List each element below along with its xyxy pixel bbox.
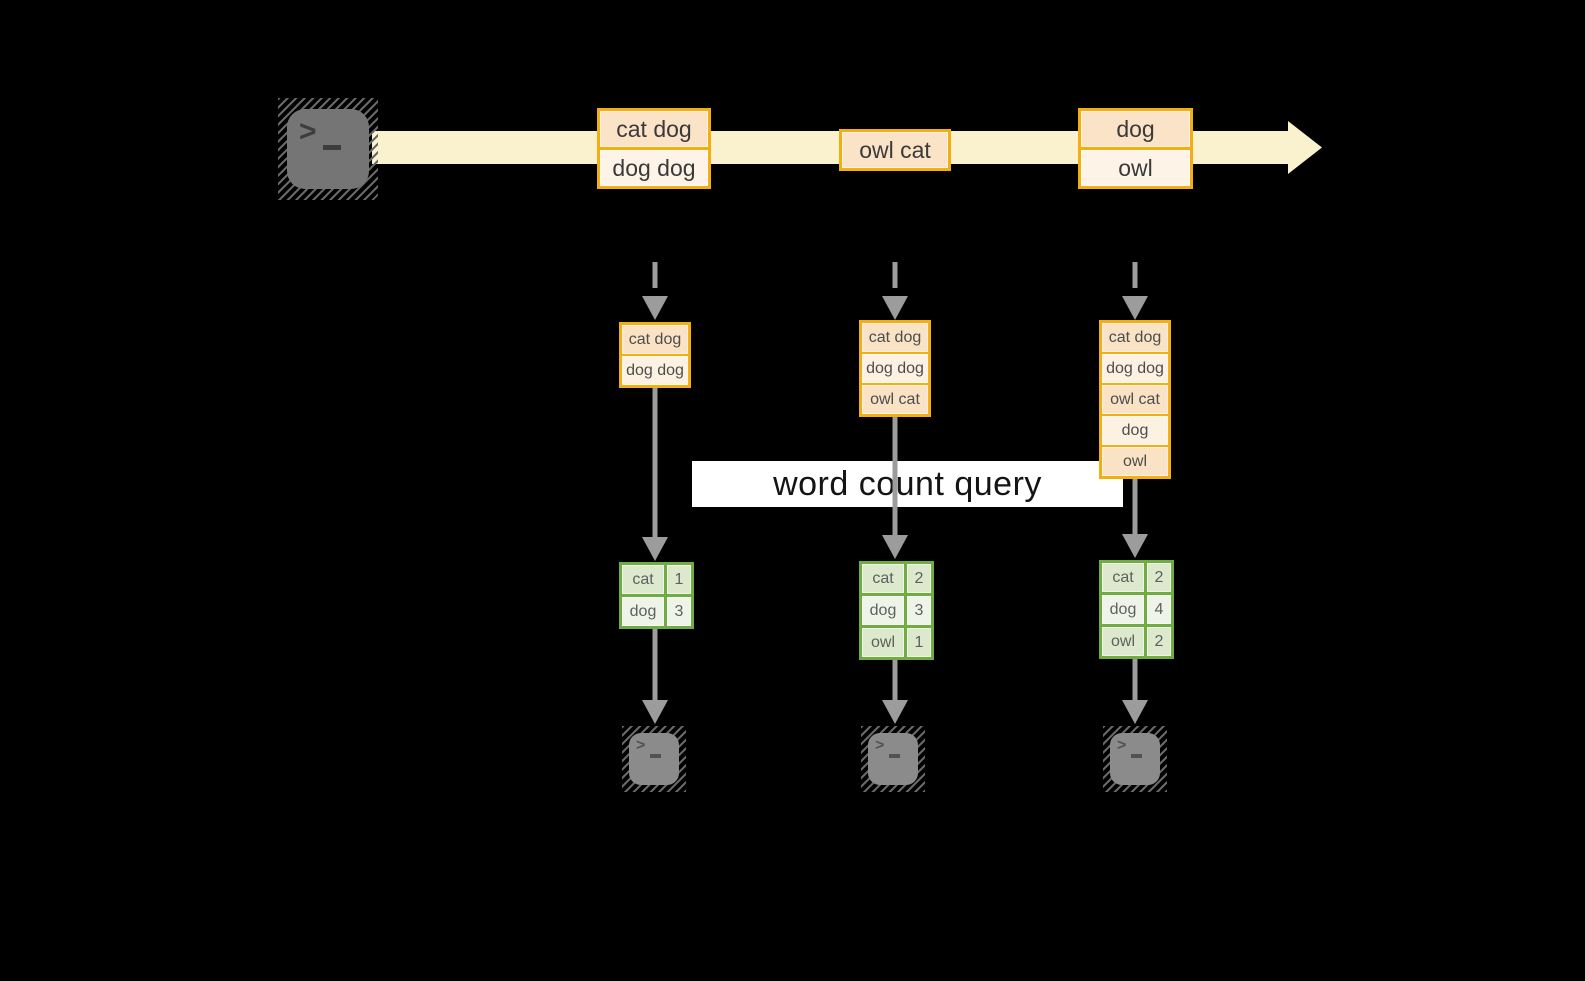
result-word: cat xyxy=(1102,563,1144,592)
stream-arrowhead-icon xyxy=(1288,121,1322,174)
result-word: dog xyxy=(1102,595,1144,624)
prompt-chevron-icon: > xyxy=(299,115,317,148)
stream-batch-2: owl cat xyxy=(839,129,951,171)
result-word: cat xyxy=(622,565,664,594)
input-row: owl cat xyxy=(862,385,928,414)
result-count: 2 xyxy=(1147,627,1171,656)
input-row: owl xyxy=(1102,447,1168,476)
batch-arrowhead-2-icon xyxy=(882,296,908,320)
terminal-body: > xyxy=(287,109,369,189)
stream-record: dog dog xyxy=(600,150,708,186)
terminal-body: > xyxy=(1110,733,1160,785)
query-label-box: word count query xyxy=(692,461,1123,507)
input-stack-3: cat dog dog dog owl cat dog owl xyxy=(1099,320,1171,479)
terminal-source-icon: > xyxy=(278,98,378,200)
input-row: dog dog xyxy=(622,356,688,385)
query-arrowhead-1-icon xyxy=(642,537,668,561)
prompt-chevron-icon: > xyxy=(875,737,885,754)
input-row: dog dog xyxy=(1102,354,1168,383)
prompt-underscore-icon xyxy=(650,754,661,758)
input-row: dog xyxy=(1102,416,1168,445)
result-count: 1 xyxy=(907,628,931,657)
result-word: dog xyxy=(622,597,664,626)
stream-batch-3: dog owl xyxy=(1078,108,1193,189)
result-count: 2 xyxy=(1147,563,1171,592)
result-word: dog xyxy=(862,596,904,625)
result-table-2: cat 2 dog 3 owl 1 xyxy=(859,561,934,660)
input-row: owl cat xyxy=(1102,385,1168,414)
result-count: 2 xyxy=(907,564,931,593)
prompt-chevron-icon: > xyxy=(636,737,646,754)
result-word: owl xyxy=(862,628,904,657)
prompt-underscore-icon xyxy=(323,145,341,150)
result-word: cat xyxy=(862,564,904,593)
result-table-1: cat 1 dog 3 xyxy=(619,562,694,629)
terminal-sink-icon-2: > xyxy=(861,726,925,792)
prompt-chevron-icon: > xyxy=(1117,737,1127,754)
input-row: cat dog xyxy=(1102,323,1168,352)
result-arrowhead-3-icon xyxy=(1122,700,1148,724)
result-count: 4 xyxy=(1147,595,1171,624)
result-count: 3 xyxy=(667,597,691,626)
stream-record: owl cat xyxy=(842,132,948,168)
result-word: owl xyxy=(1102,627,1144,656)
input-stack-2: cat dog dog dog owl cat xyxy=(859,320,931,417)
prompt-underscore-icon xyxy=(889,754,900,758)
terminal-body: > xyxy=(629,733,679,785)
stream-record: owl xyxy=(1081,150,1190,186)
input-row: cat dog xyxy=(622,325,688,354)
input-row: cat dog xyxy=(862,323,928,352)
result-table-3: cat 2 dog 4 owl 2 xyxy=(1099,560,1174,659)
prompt-underscore-icon xyxy=(1131,754,1142,758)
terminal-sink-icon-3: > xyxy=(1103,726,1167,792)
batch-arrowhead-1-icon xyxy=(642,296,668,320)
result-arrowhead-2-icon xyxy=(882,700,908,724)
query-label: word count query xyxy=(773,464,1042,503)
input-row: dog dog xyxy=(862,354,928,383)
stream-batch-1: cat dog dog dog xyxy=(597,108,711,189)
query-arrowhead-3-icon xyxy=(1122,534,1148,558)
batch-arrowhead-3-icon xyxy=(1122,296,1148,320)
terminal-sink-icon-1: > xyxy=(622,726,686,792)
stream-record: dog xyxy=(1081,111,1190,147)
result-arrowhead-1-icon xyxy=(642,700,668,724)
terminal-body: > xyxy=(868,733,918,785)
stream-record: cat dog xyxy=(600,111,708,147)
result-count: 1 xyxy=(667,565,691,594)
input-stack-1: cat dog dog dog xyxy=(619,322,691,388)
result-count: 3 xyxy=(907,596,931,625)
query-arrowhead-2-icon xyxy=(882,535,908,559)
